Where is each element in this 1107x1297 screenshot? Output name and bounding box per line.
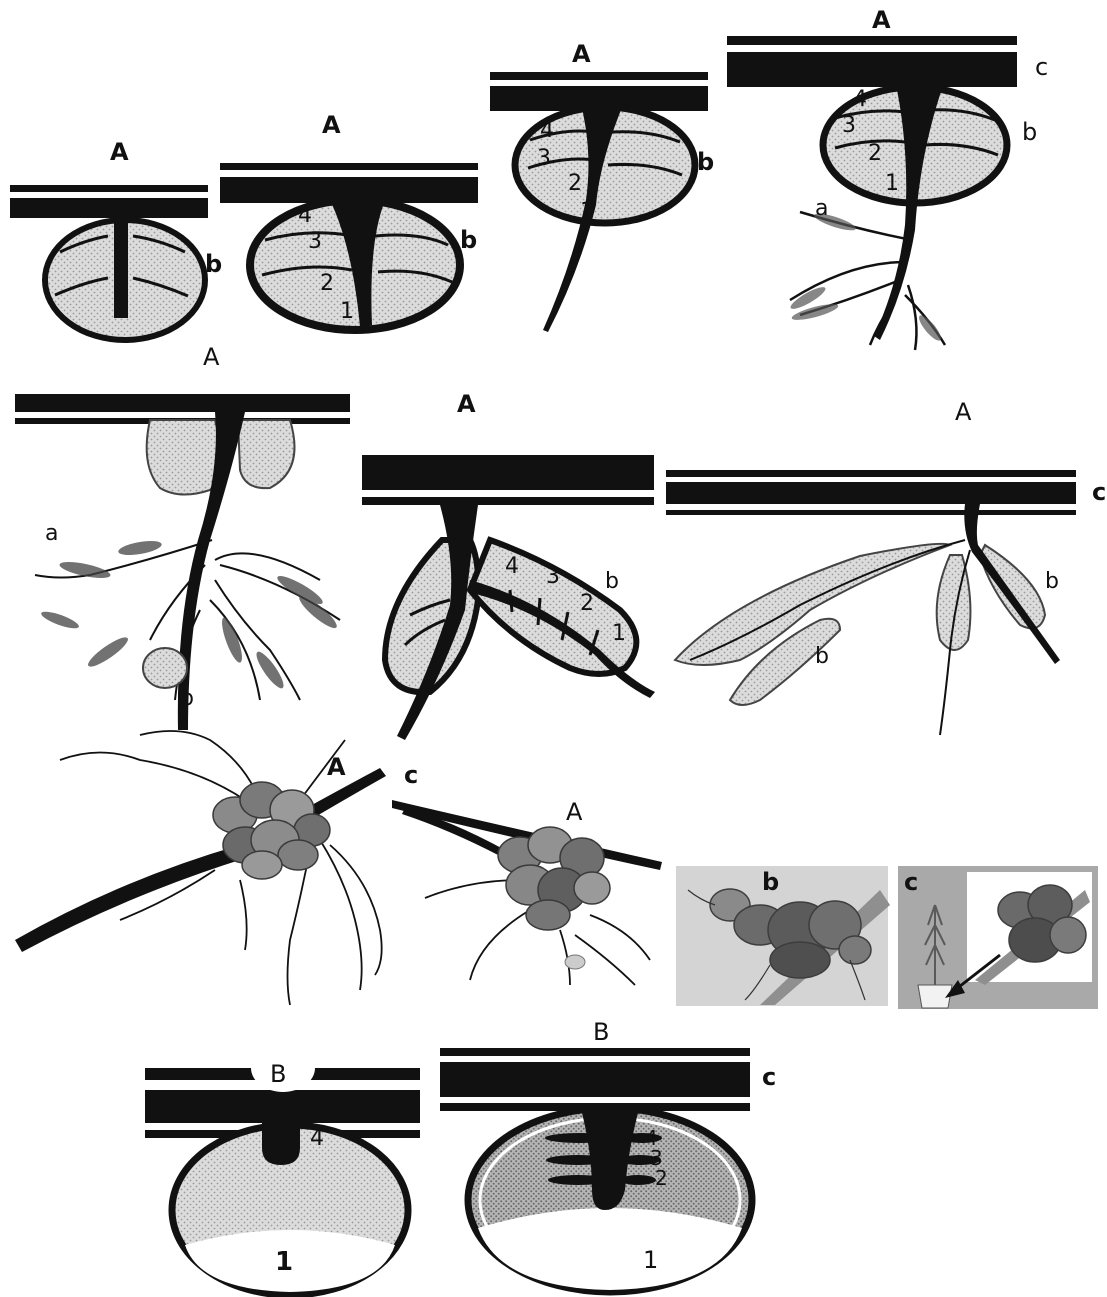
gall-bead-right [470,540,636,674]
stage-3-panel: A b 4 3 2 1 [490,40,714,332]
gall-cluster [498,827,610,930]
gall-bead [147,420,221,495]
potted-plant-photo-panel: c [898,866,1098,1009]
label-3: 3 [842,113,856,138]
label-2: 2 [868,141,882,166]
small-gall [143,648,187,688]
root-axis-band [362,497,654,505]
root-axis-band [145,1090,420,1123]
label-2: 2 [580,591,594,616]
label-1: 1 [275,1247,293,1277]
label-c: c [762,1063,776,1091]
root-axis-band [727,36,1017,45]
label-A: A [955,398,972,426]
label-4: 4 [505,554,519,579]
label-3: 3 [537,146,551,171]
label-c: c [904,868,918,896]
stage-4-panel: A c b a 4 3 2 1 [727,6,1048,350]
label-A: A [203,343,220,371]
root-trace [114,210,128,318]
label-1: 1 [340,299,354,324]
label-a: a [45,521,58,546]
root-axis-band [10,185,208,192]
root-axis-band [666,510,1076,515]
gall-bead [980,545,1045,628]
label-A: A [566,798,583,826]
label-3: 3 [308,229,322,254]
stage-1-panel: A b [10,138,222,340]
label-3: 3 [546,564,560,589]
gall-bead [238,420,295,488]
stage-2-panel: A b 4 3 2 1 [220,111,478,330]
label-A: A [327,753,346,781]
label-4: 4 [540,118,554,143]
small-gall [565,955,585,969]
gall-lumen [478,1208,742,1290]
root-axis-band [666,482,1076,504]
label-b: b [1045,569,1059,594]
label-B: B [270,1060,286,1088]
gall-photo-panel: b [676,866,890,1006]
label-1: 1 [885,171,899,196]
root-trace [262,1122,300,1165]
label-1: 1 [612,621,626,646]
label-4: 4 [310,1126,324,1151]
label-b: b [1022,118,1037,146]
stage-B-late-panel: B c 4 3 2 1 [440,1018,776,1292]
gall-cluster [213,782,330,879]
label-b: b [180,686,194,711]
label-c: c [1035,53,1048,81]
label-b: b [205,250,222,278]
root-axis-band [440,1062,750,1097]
label-2: 2 [568,171,582,196]
label-1: 1 [580,199,594,224]
label-b: b [815,644,829,669]
label-2: 2 [655,1166,668,1190]
label-2: 2 [320,271,334,296]
label-c: c [1092,478,1106,506]
root-axis-band [220,163,478,170]
label-1: 1 [643,1246,658,1274]
stage-6-panel: A 4 3 b 2 1 [362,390,655,740]
stage-5-panel: A a b [15,343,350,730]
root-axis-band [490,72,708,80]
label-A: A [872,6,891,34]
label-b: b [460,226,477,254]
gall-cluster-panel-2: c A [392,761,662,985]
stage-B-early-panel: B 4 1 [145,1044,420,1295]
label-A: A [572,40,591,68]
root-axis-band [10,198,208,218]
label-A: A [110,138,129,166]
label-a: a [815,196,828,221]
main-root [15,768,386,952]
root-axis-band [666,470,1076,477]
label-B: B [593,1018,609,1046]
label-c: c [404,761,418,789]
label-b: b [605,569,619,594]
stage-7-panel: A c b b [666,398,1106,735]
root-axis-band [727,52,1017,87]
label-b: b [697,148,714,176]
label-b: b [762,868,779,896]
label-4: 4 [298,203,312,228]
root-axis-band [362,455,654,490]
label-A: A [322,111,341,139]
lateral-roots [790,212,945,350]
label-4: 4 [853,87,867,112]
root-axis-band [15,394,350,412]
label-A: A [457,390,476,418]
gall-cluster-panel-1: A [15,731,386,1005]
root-axis-band [440,1048,750,1056]
